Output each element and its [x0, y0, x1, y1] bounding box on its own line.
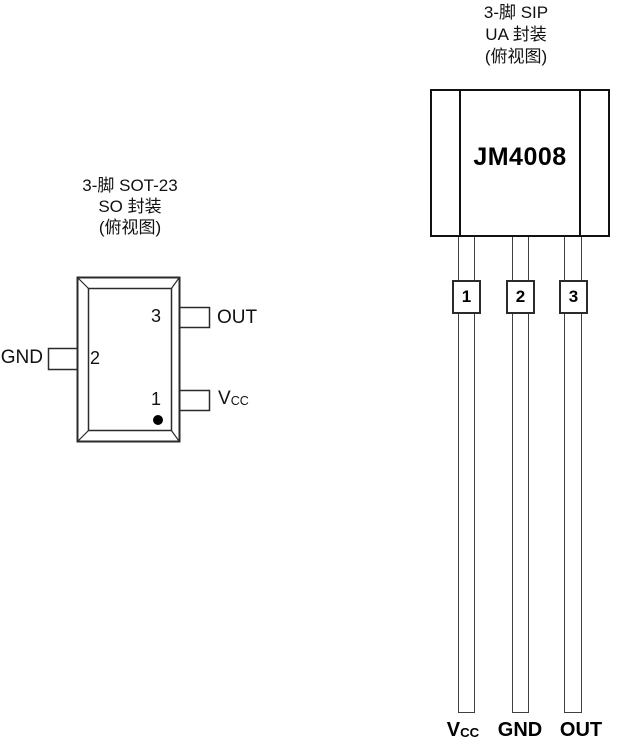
sot23-vcc-sub: CC — [230, 394, 249, 408]
sip-title-line3: (俯视图) — [484, 47, 548, 66]
sip-lead3-lower-segment — [564, 313, 582, 713]
sot23-body-inner-outline — [87, 287, 173, 432]
sip-vcc-sub: CC — [460, 725, 480, 740]
sip-vcc-main: V — [446, 719, 461, 741]
sip-title-line1: 3-脚 SIP — [483, 3, 549, 22]
sip-lead1-lower-segment — [458, 313, 475, 713]
sot23-bevel-lines — [77, 277, 180, 442]
sot23-vcc-main: V — [218, 388, 231, 409]
sip-title-line2: UA 封装 — [485, 25, 547, 44]
sot23-pin1-number: 1 — [150, 389, 161, 409]
pin1-indicator-dot — [153, 415, 163, 425]
sip-lead1-upper-segment — [458, 236, 475, 281]
sip-lead3-number-box: 3 — [559, 280, 588, 314]
sot23-out-label: OUT — [217, 307, 258, 328]
sip-lead2-number: 2 — [515, 287, 526, 306]
sot23-pin2-lead — [47, 347, 79, 371]
sip-lead2-upper-segment — [512, 236, 529, 281]
sip-out-label: OUT — [559, 719, 603, 741]
sot23-title-line2: SO 封装 — [98, 197, 162, 216]
sip-lead3-number: 3 — [568, 287, 579, 306]
sip-lead2-lower-segment — [512, 313, 529, 713]
sip-lead1-number-box: 1 — [452, 280, 481, 314]
sot23-package-drawing — [47, 276, 211, 443]
sot23-title-line3: (俯视图) — [98, 218, 162, 237]
sip-lead2-number-box: 2 — [506, 280, 535, 314]
sot23-gnd-label: GND — [0, 347, 43, 368]
sip-lead1-number: 1 — [461, 287, 472, 306]
sot23-pin1-lead — [178, 389, 211, 412]
sip-lead3-upper-segment — [564, 236, 582, 281]
sot23-title-line1: 3-脚 SOT-23 — [82, 176, 178, 195]
sip-body-right-inner-line — [579, 91, 581, 235]
sot23-vcc-label: VCC — [218, 388, 249, 411]
sip-vcc-label: VCC — [432, 719, 494, 742]
sot23-pin3-number: 3 — [150, 306, 161, 326]
sot23-title: 3-脚 SOT-23 SO 封装 (俯视图) — [30, 175, 230, 238]
sip-title: 3-脚 SIP UA 封装 (俯视图) — [416, 2, 616, 68]
sot23-pin3-lead — [178, 306, 211, 329]
sot23-pin2-number: 2 — [90, 348, 101, 368]
sip-body-left-inner-line — [459, 91, 461, 235]
sip-part-number: JM4008 — [473, 143, 567, 171]
sip-gnd-label: GND — [497, 719, 543, 741]
